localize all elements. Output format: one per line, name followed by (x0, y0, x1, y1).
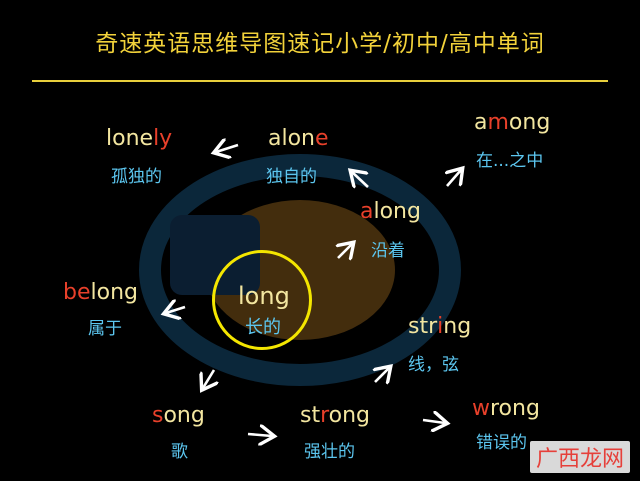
word-lonely: lonely (106, 126, 173, 151)
page-title: 奇速英语思维导图速记小学/初中/高中单词 (95, 31, 545, 57)
brand-watermark: 广西龙网 (529, 441, 630, 473)
arrow-to-alone (352, 172, 369, 187)
center-word: long (238, 282, 290, 310)
arrow-to-wrong (422, 420, 445, 423)
word-song: song (152, 403, 205, 428)
word-strong: strong (300, 403, 371, 428)
word-alone: alone (268, 126, 329, 151)
arrow-to-along (338, 244, 352, 258)
word-among: among (474, 110, 551, 135)
meaning-alone: 独自的 (266, 167, 317, 187)
arrow-to-string (375, 368, 389, 382)
word-belong: belong (63, 280, 138, 305)
arrow-to-lonely (216, 145, 239, 152)
arrow-to-strong (247, 434, 272, 436)
arrow-to-among (447, 170, 461, 187)
meaning-belong: 属于 (88, 319, 122, 339)
meaning-lonely: 孤独的 (111, 167, 162, 187)
center-meaning: 长的 (245, 317, 281, 338)
word-wrong: wrong (472, 396, 540, 421)
arrow-to-song (203, 369, 214, 388)
word-along: along (360, 199, 421, 224)
meaning-strong: 强壮的 (304, 442, 355, 462)
word-string: string (408, 314, 472, 339)
arrow-to-belong (166, 307, 186, 313)
center-circle (212, 250, 312, 350)
title-underline (32, 80, 608, 82)
meaning-along: 沿着 (371, 241, 405, 261)
meaning-wrong: 错误的 (476, 433, 527, 453)
meaning-among: 在...之中 (476, 151, 544, 171)
meaning-song: 歌 (171, 442, 188, 462)
meaning-string: 线，弦 (408, 355, 459, 375)
